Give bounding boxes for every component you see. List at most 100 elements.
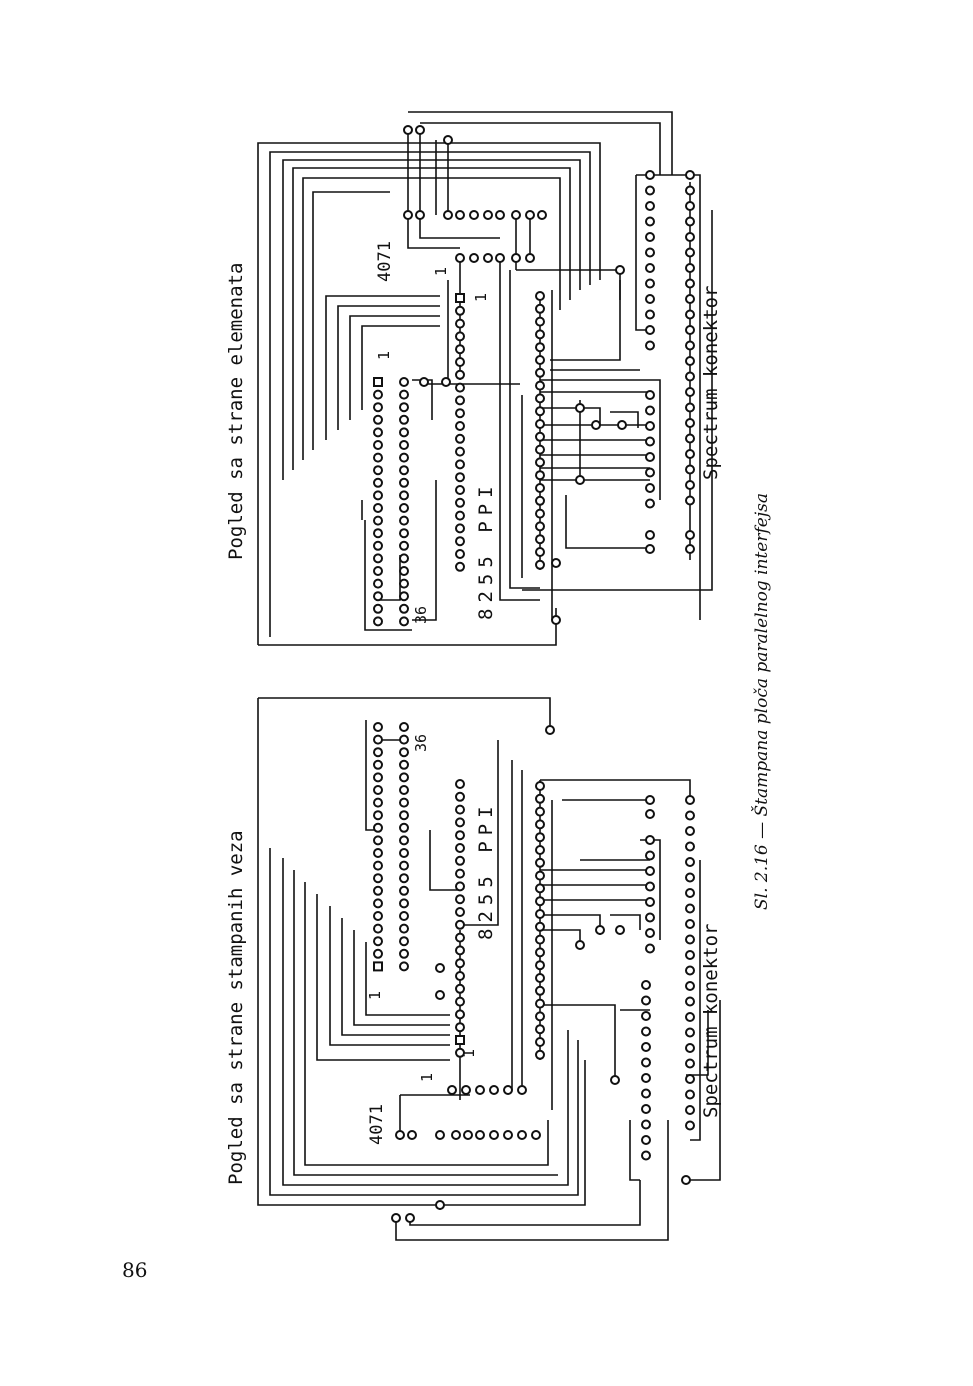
right-conn-c-pad (645, 483, 655, 493)
left-ppi-right-pad (535, 973, 545, 983)
left-conn-c-pad (641, 980, 651, 990)
left-conn-b-pad (645, 943, 655, 954)
left-ppi-right-pad (535, 819, 545, 830)
left-ppi-right-pad (535, 947, 545, 958)
right-socket-a-pad (373, 603, 383, 614)
left-jumper-pad (615, 925, 625, 935)
left-socket-a-pad (373, 759, 383, 770)
right-socket-b-pad (399, 414, 409, 425)
right-view-title: Pogled sa strane elemenata (225, 263, 247, 560)
right-ppi-left-pad (455, 485, 465, 495)
left-socket-a-pad (373, 822, 383, 833)
right-socket-b-pad (399, 553, 409, 564)
right-ppi-left-pad (455, 549, 465, 559)
left-board-pads (373, 722, 695, 1223)
right-top-pair-pad (443, 135, 453, 145)
figure-caption: Sl. 2.16 — Štampana ploča paralelnog int… (752, 493, 772, 910)
right-board: Pogled sa strane elemenata 4071 8255 PPI… (225, 111, 722, 646)
right-ppi-right-pad (535, 406, 545, 417)
left-ppi-right-pad (535, 1011, 545, 1022)
left-conn-a-pad (685, 872, 695, 883)
left-ppi-left-pad (455, 1022, 465, 1033)
left-jumper-pad (610, 1075, 620, 1085)
left-ppi-left-pad (455, 945, 465, 956)
left-bottom-pair-pad (405, 1213, 415, 1223)
left-4071-top-pad (447, 1085, 457, 1095)
right-4071-top-pad (495, 210, 505, 220)
left-socket-b-pad (399, 911, 409, 921)
right-conn-b-pad (685, 325, 695, 335)
left-ppi-right-pad (535, 781, 545, 791)
left-ppi-right-pad (535, 921, 545, 932)
right-socket-b-pad (399, 515, 409, 526)
left-jumper-pad (545, 725, 555, 735)
right-conn-b-pad (685, 232, 695, 242)
right-board-traces (257, 111, 713, 646)
right-ppi-right-pad (535, 393, 545, 404)
left-ppi-left-pad (455, 907, 465, 917)
right-socket-a-pad (373, 440, 383, 450)
right-4071-bot-pad (525, 253, 535, 263)
left-conn-a-pad (685, 795, 695, 805)
right-4071-top-pad (403, 210, 413, 220)
left-ppi-left-pad (455, 919, 465, 930)
left-ppi-left-pad (455, 932, 465, 943)
right-misc-pad (685, 530, 695, 540)
left-4071-bot-pad (517, 1130, 527, 1140)
left-ppi-left-pad (455, 843, 465, 853)
right-pin-1-label-a: 1 (375, 351, 393, 360)
right-conn-a-pad (645, 247, 655, 258)
left-conn-a-pad (685, 981, 695, 991)
left-socket-a-pad (373, 961, 383, 972)
left-ppi-left-pad (455, 868, 465, 879)
left-ppi-left-pad (455, 971, 465, 981)
right-conn-b-pad (685, 309, 695, 320)
left-4071-bot-pad (435, 1130, 445, 1140)
left-conn-c-pad (641, 1057, 651, 1068)
right-jumper-pad (575, 475, 585, 485)
right-socket-a-pad (373, 452, 383, 463)
left-conn-a-pad (685, 996, 695, 1007)
right-ppi-left-pad (455, 497, 465, 508)
right-ppi-right-pad (535, 329, 545, 340)
right-conn-a-pad (645, 325, 655, 335)
right-jumper-pad (575, 403, 585, 413)
right-socket-b-pad (399, 591, 409, 602)
left-ppi-left-pad (455, 881, 465, 892)
right-ppi-left-pad (455, 382, 465, 393)
right-conn-b-pad (685, 294, 695, 304)
left-conn-a-pad (685, 919, 695, 929)
right-ppi-right-pad (535, 547, 545, 557)
right-ppi-right-pad (535, 431, 545, 442)
right-socket-b-pad (399, 528, 409, 539)
right-ppi-right-pad (535, 342, 545, 353)
left-4071-top-pad (475, 1085, 485, 1095)
left-conn-c-pad (641, 1073, 651, 1083)
right-conn-c-pad (645, 421, 655, 431)
left-conn-b-pad (645, 928, 655, 938)
left-socket-b-pad (399, 797, 409, 808)
right-socket-a-pad (373, 528, 383, 539)
left-socket-a-pad (373, 747, 383, 758)
left-ppi-left-pad (455, 1047, 465, 1058)
right-4071-top-pad (511, 210, 521, 220)
left-socket-b-pad (399, 936, 409, 947)
left-socket-b-pad (399, 898, 409, 909)
left-socket-a-pad (373, 948, 383, 959)
left-4071-bot-pad (489, 1130, 499, 1140)
right-pin-36-label: 36 (412, 606, 430, 624)
right-socket-b-pad (399, 377, 409, 387)
left-view-title: Pogled sa strane stampanih veza (225, 830, 247, 1185)
right-4071-top-pad (483, 210, 493, 220)
right-4071-bot-pad (455, 253, 465, 263)
right-socket-a-pad (373, 553, 383, 564)
left-ppi-right-pad (535, 793, 545, 804)
left-conn-a-pad (685, 810, 695, 821)
right-jumper-pad (591, 420, 601, 430)
left-4071-top-pad (517, 1085, 527, 1095)
left-mid-pad (435, 963, 445, 973)
left-ppi-right-pad (535, 1037, 545, 1047)
right-4071-top-pad (525, 210, 535, 220)
right-mid-pad (419, 377, 429, 387)
